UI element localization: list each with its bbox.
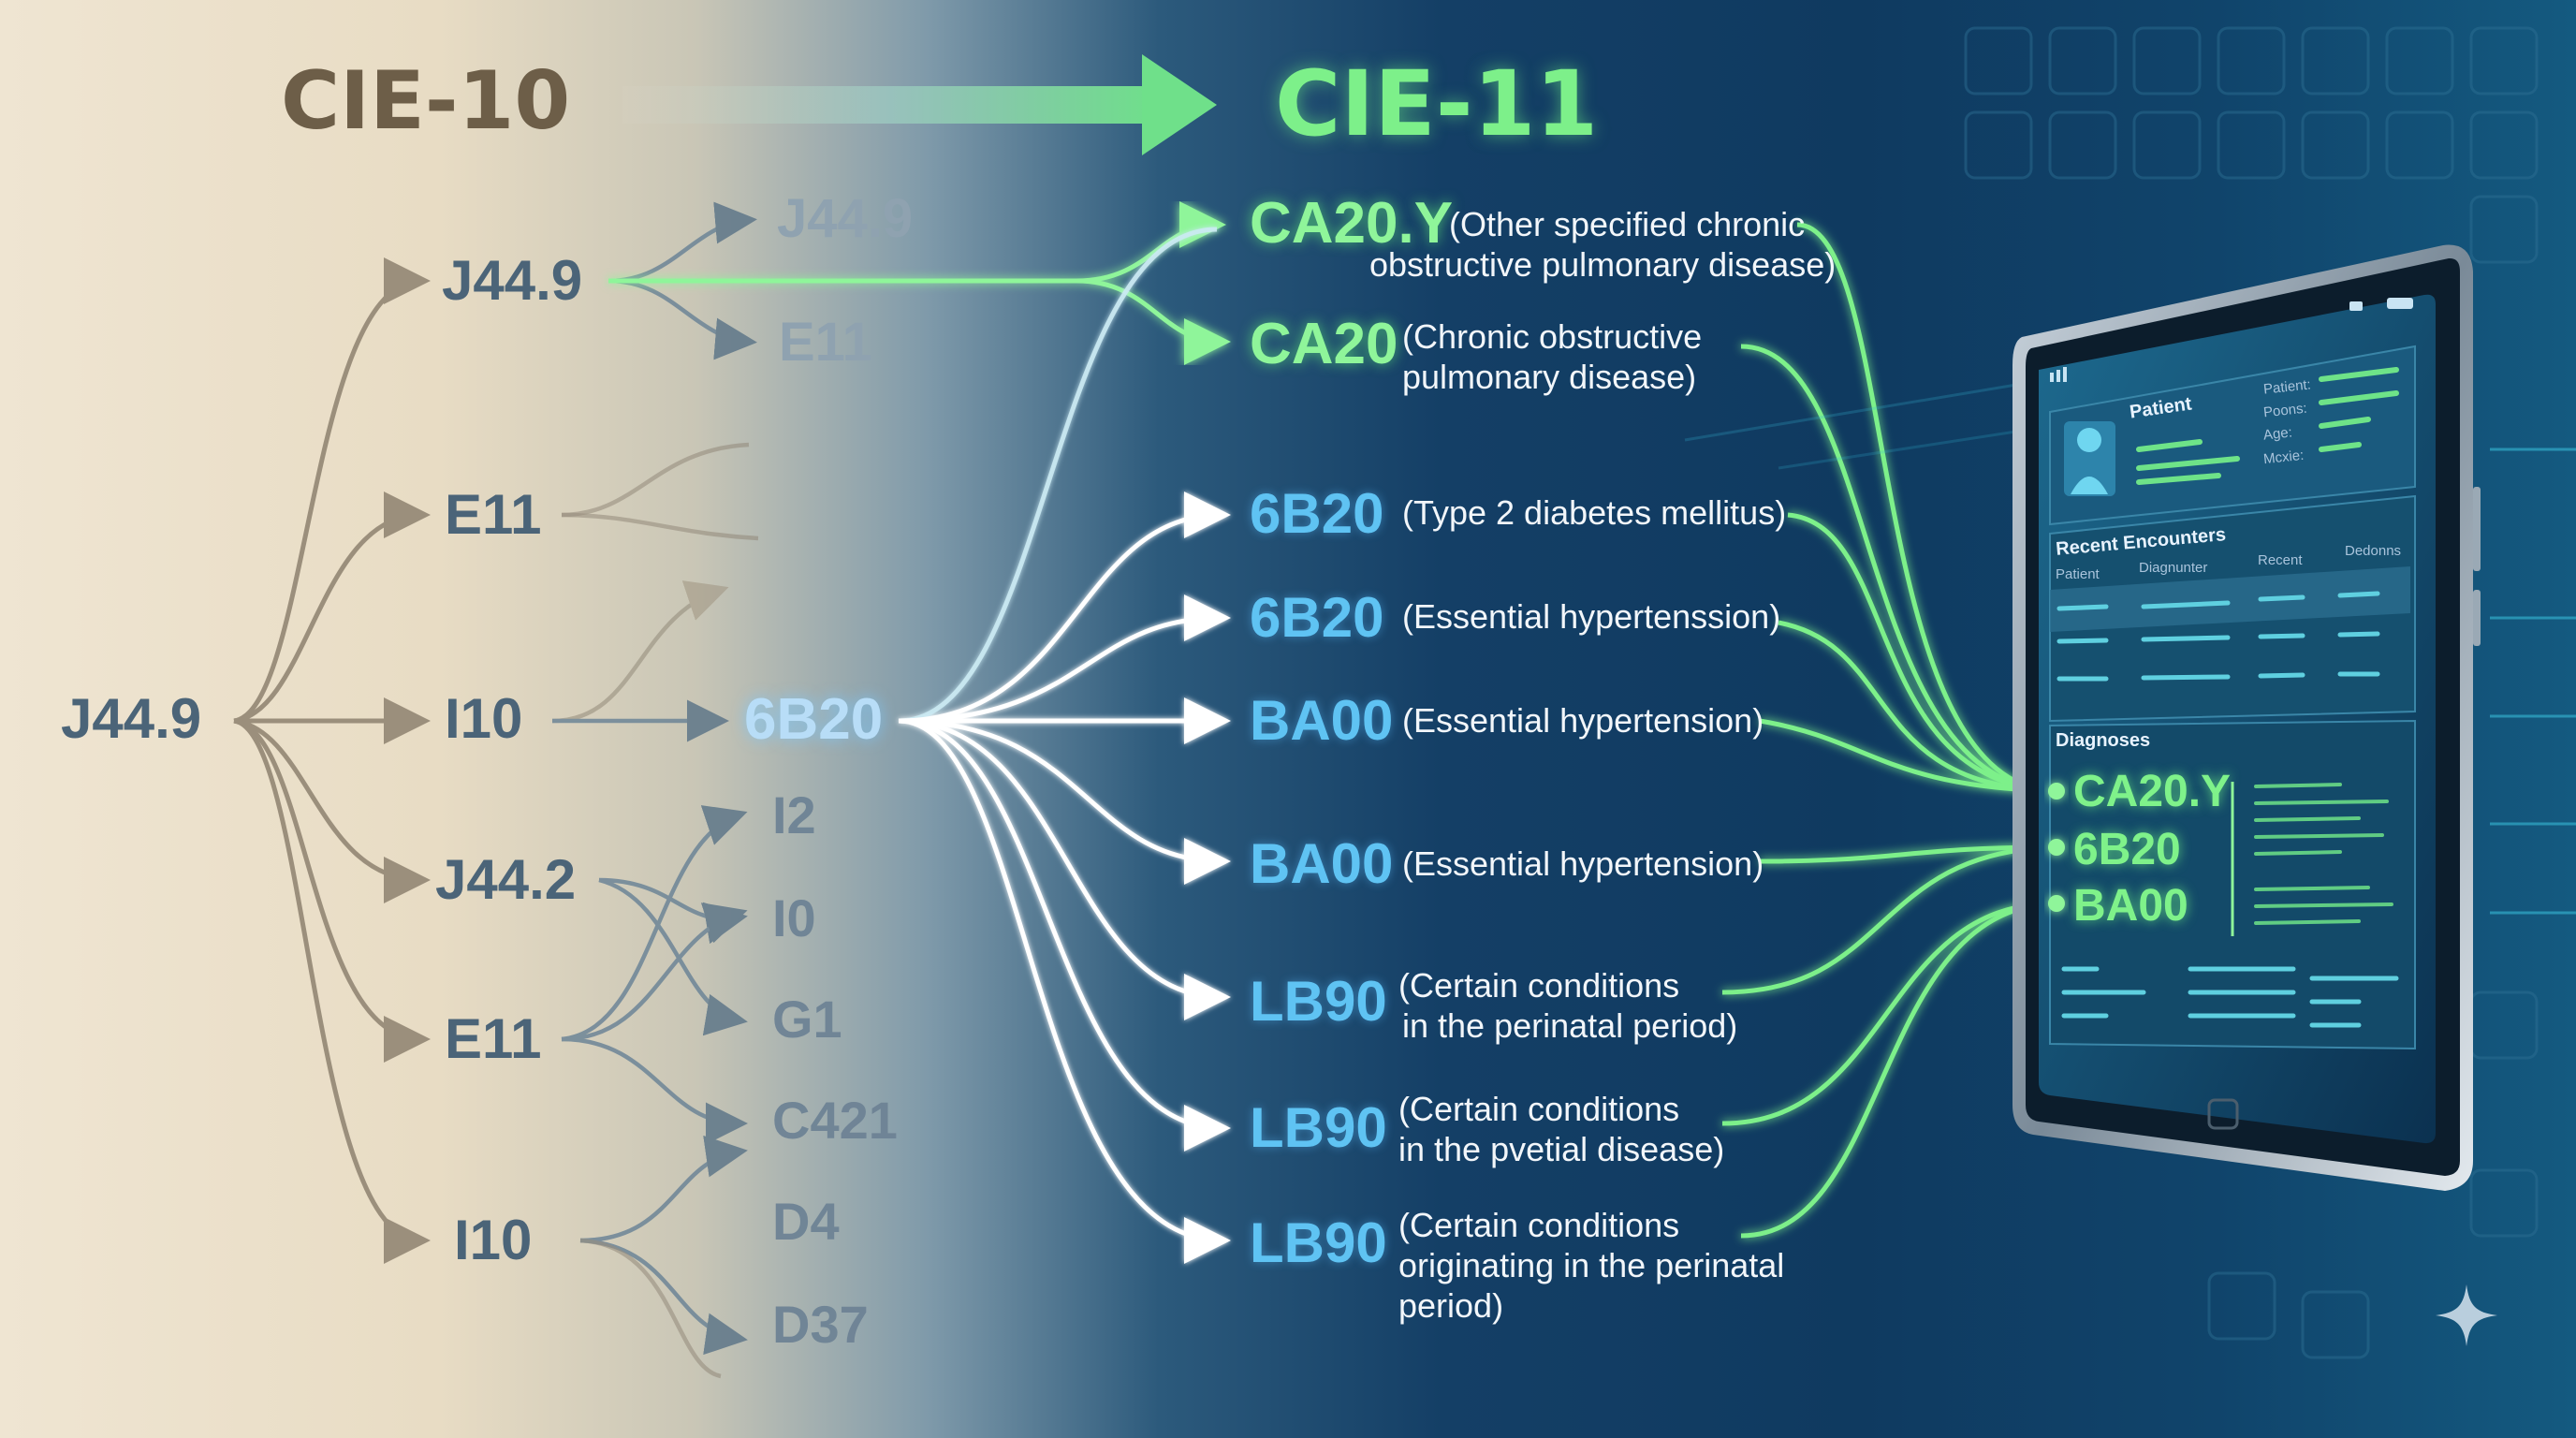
faded-code-1: I2: [772, 785, 816, 844]
tablet-encounters-col-1: Patient: [2056, 566, 2100, 582]
tablet-encounters-col-3: Recent: [2258, 552, 2303, 568]
mapping-desc-8a: (Certain conditions: [1398, 1090, 1680, 1128]
second-level-connectors: [551, 201, 759, 1379]
mapping-code-3: 6B20: [1250, 482, 1384, 545]
mapping-code-9: LB90: [1250, 1211, 1387, 1274]
faded-code-3: G1: [772, 990, 842, 1049]
mapping-code-2: CA20: [1250, 312, 1398, 376]
tablet: [2012, 244, 2481, 1191]
root-code: J44.9: [61, 687, 202, 750]
sparkle-icon: [2436, 1284, 2497, 1346]
avatar: [2064, 421, 2115, 496]
header-old-classification: CIE-10: [281, 54, 571, 148]
left-code-3: I10: [445, 687, 523, 750]
mapping-desc-8b: in the pvetial disease): [1398, 1130, 1725, 1168]
tablet-connectors: [1721, 222, 2056, 1239]
tablet-diagnosis-1: CA20.Y: [2073, 767, 2232, 816]
left-code-1: J44.9: [442, 249, 583, 312]
mapping-desc-3: (Type 2 diabetes mellitus): [1402, 493, 1787, 532]
mapping-code-1: CA20.Y: [1250, 191, 1454, 256]
center-code: 6B20: [744, 687, 884, 752]
left-code-2: E11: [445, 483, 542, 546]
left-code-5: E11: [445, 1007, 542, 1070]
faded-code-6: D37: [772, 1295, 869, 1354]
mapping-desc-9b: originating in the perinatal: [1398, 1246, 1785, 1284]
green-top-connectors: [608, 201, 1231, 365]
faded-code-2: I0: [772, 888, 816, 947]
mapping-desc-2a: (Chronic obstructive: [1402, 317, 1703, 356]
header-arrow: [622, 54, 1217, 155]
tablet-encounters-col-2: Diagnunter: [2139, 560, 2208, 576]
tech-lines: [1684, 382, 2576, 915]
mapping-desc-5: (Essential hypertension): [1402, 701, 1764, 740]
mapping-desc-9c: period): [1398, 1286, 1504, 1325]
mapping-code-5: BA00: [1250, 689, 1394, 752]
mapping-code-8: LB90: [1250, 1096, 1387, 1159]
header-new-classification: CIE-11: [1275, 51, 1599, 156]
left-code-4: J44.2: [435, 848, 577, 911]
mapping-desc-9a: (Certain conditions: [1398, 1206, 1680, 1244]
tablet-diagnosis-3: BA00: [2073, 881, 2188, 931]
faded-code-4: C421: [772, 1091, 898, 1150]
background-icon-grid: [1964, 26, 2539, 1359]
left-code-6: I10: [454, 1209, 533, 1271]
mapping-desc-6: (Essential hypertension): [1402, 844, 1764, 883]
center-fan-connectors: [898, 227, 1231, 1264]
mapping-code-6: BA00: [1250, 832, 1394, 895]
mapping-code-7: LB90: [1250, 970, 1387, 1033]
tablet-patient-field-3: Age:: [2262, 424, 2293, 444]
mapping-desc-7a: (Certain conditions: [1398, 966, 1680, 1005]
faded-code-top-2: E11: [779, 312, 872, 373]
mapping-desc-7b: in the perinatal period): [1402, 1006, 1738, 1045]
tablet-diagnoses-title: Diagnoses: [2056, 730, 2151, 751]
mapping-desc-2b: pulmonary disease): [1402, 358, 1697, 396]
faded-code-5: D4: [772, 1192, 840, 1251]
tablet-diagnosis-2: 6B20: [2073, 825, 2181, 874]
status-bar-icons: [2050, 298, 2413, 382]
mapping-desc-1b: obstructive pulmonary disease): [1369, 245, 1837, 284]
tablet-encounters-col-4: Dedonns: [2345, 543, 2402, 559]
mapping-code-4: 6B20: [1250, 586, 1384, 649]
left-tree-connectors: [233, 257, 431, 1264]
mapping-desc-1a: (Other specified chronic: [1449, 205, 1806, 243]
faded-code-top-1: J44.9: [777, 188, 914, 249]
mapping-desc-4: (Essential hypertenssion): [1402, 597, 1781, 636]
